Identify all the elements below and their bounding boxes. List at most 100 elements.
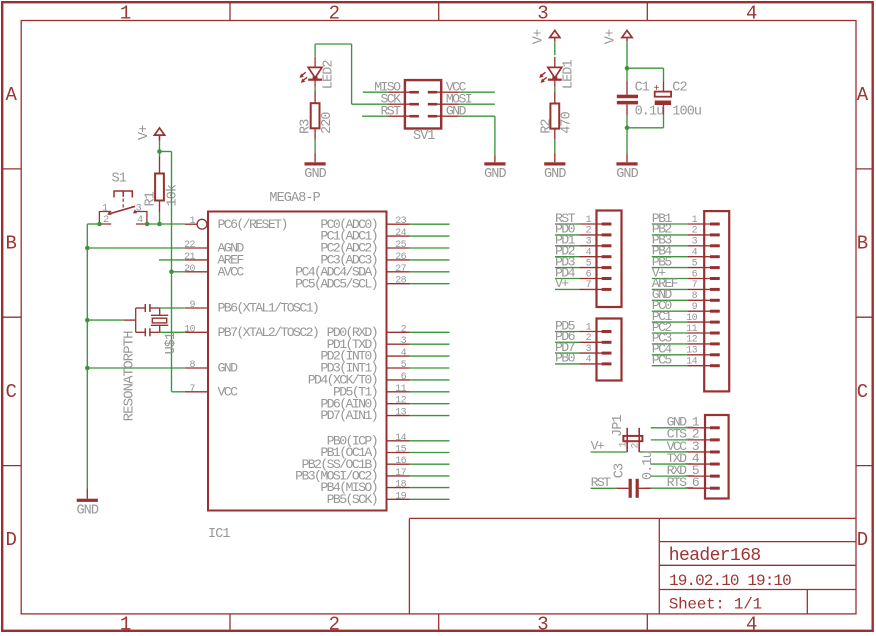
svg-text:AREF: AREF: [652, 276, 678, 291]
svg-text:9: 9: [692, 302, 698, 313]
svg-text:PD0: PD0: [555, 222, 576, 237]
svg-text:SCK: SCK: [381, 91, 402, 106]
svg-text:22: 22: [184, 240, 195, 251]
svg-text:GND: GND: [218, 361, 239, 376]
svg-text:3: 3: [401, 336, 407, 347]
svg-text:V+: V+: [137, 125, 152, 140]
svg-text:8: 8: [189, 360, 195, 371]
svg-text:19: 19: [395, 491, 406, 502]
svg-text:3: 3: [537, 2, 548, 24]
svg-text:11: 11: [686, 324, 697, 335]
svg-text:RST: RST: [555, 211, 576, 226]
svg-text:A: A: [857, 84, 869, 106]
svg-text:13: 13: [395, 408, 406, 419]
svg-text:MEGA8-P: MEGA8-P: [269, 191, 320, 206]
svg-text:5: 5: [401, 360, 407, 371]
svg-text:C1: C1: [635, 80, 650, 95]
svg-text:TXD_4: TXD_4: [667, 451, 700, 466]
svg-text:PD4: PD4: [555, 265, 576, 280]
svg-text:CTS_2: CTS_2: [667, 427, 699, 442]
svg-text:V+: V+: [532, 29, 547, 44]
svg-text:PB4: PB4: [652, 244, 673, 259]
svg-text:6: 6: [692, 269, 698, 280]
svg-text:0.1u: 0.1u: [641, 451, 656, 480]
svg-text:13: 13: [686, 346, 697, 357]
svg-text:PB7(XTAL2/TOSC2): PB7(XTAL2/TOSC2): [218, 325, 319, 340]
svg-text:1: 1: [120, 613, 131, 635]
svg-text:2: 2: [401, 324, 407, 335]
svg-text:AREF: AREF: [218, 253, 244, 268]
svg-text:1: 1: [586, 215, 592, 226]
svg-text:PC0: PC0: [652, 298, 673, 313]
svg-text:PD3: PD3: [555, 254, 576, 269]
svg-text:GND: GND: [304, 167, 326, 182]
svg-text:10: 10: [686, 313, 697, 324]
svg-text:+: +: [654, 84, 660, 95]
svg-text:1: 1: [586, 322, 592, 333]
svg-text:1: 1: [120, 2, 131, 24]
svg-text:PC2: PC2: [652, 320, 672, 335]
svg-text:PB0(ICP): PB0(ICP): [327, 433, 377, 448]
svg-text:PB3(MOSI/OC2): PB3(MOSI/OC2): [295, 469, 377, 484]
svg-text:17: 17: [395, 468, 406, 479]
svg-text:R3: R3: [299, 119, 314, 134]
svg-text:14: 14: [686, 357, 697, 368]
svg-text:PC3: PC3: [652, 331, 673, 346]
svg-text:15: 15: [395, 445, 406, 456]
svg-text:12: 12: [686, 335, 697, 346]
svg-text:PD3(INT1): PD3(INT1): [320, 361, 377, 376]
svg-text:PB1: PB1: [652, 211, 673, 226]
svg-text:PB1(OC1A): PB1(OC1A): [320, 445, 377, 460]
svg-text:6: 6: [401, 372, 407, 383]
svg-text:AGND: AGND: [218, 241, 245, 256]
svg-text:27: 27: [395, 264, 406, 275]
svg-text:Sheet: 1/1: Sheet: 1/1: [669, 595, 762, 613]
svg-text:7: 7: [189, 384, 195, 395]
svg-text:7: 7: [586, 280, 592, 291]
svg-text:AVCC: AVCC: [218, 264, 245, 279]
svg-text:PD0(RXD): PD0(RXD): [327, 325, 377, 340]
svg-text:25: 25: [395, 240, 406, 251]
svg-text:PB5(SCK): PB5(SCK): [327, 492, 377, 507]
svg-text:VCC_3: VCC_3: [667, 439, 700, 454]
svg-text:2: 2: [586, 333, 592, 344]
svg-text:PC1(ADC1): PC1(ADC1): [320, 229, 377, 244]
svg-text:23: 23: [395, 216, 406, 227]
svg-text:U$1: U$1: [164, 332, 179, 354]
svg-text:PC2(ADC2): PC2(ADC2): [320, 241, 377, 256]
svg-text:GND: GND: [484, 167, 506, 182]
svg-text:PD1: PD1: [555, 233, 576, 248]
svg-text:PD6(AIN0): PD6(AIN0): [320, 396, 377, 411]
svg-text:PD2(INT0): PD2(INT0): [320, 349, 377, 364]
svg-text:1: 1: [692, 215, 698, 226]
svg-text:5: 5: [692, 258, 698, 269]
svg-text:100u: 100u: [672, 104, 701, 119]
svg-text:28: 28: [395, 276, 406, 287]
svg-text:2: 2: [586, 226, 592, 237]
svg-text:2: 2: [329, 2, 340, 24]
svg-text:V+: V+: [555, 276, 569, 291]
svg-text:SV1: SV1: [413, 129, 435, 144]
svg-text:MOSI: MOSI: [446, 91, 472, 106]
svg-text:JP1: JP1: [611, 415, 626, 437]
svg-text:PD7: PD7: [555, 340, 575, 355]
svg-text:PB6(XTAL1/TOSC1): PB6(XTAL1/TOSC1): [218, 301, 319, 316]
svg-text:GND: GND: [616, 167, 638, 182]
svg-text:PB5: PB5: [652, 254, 673, 269]
svg-text:V+: V+: [591, 439, 605, 454]
svg-text:LED1: LED1: [562, 59, 577, 89]
svg-text:16: 16: [395, 456, 406, 467]
svg-text:RESONATORPTH: RESONATORPTH: [122, 331, 138, 422]
svg-text:GND: GND: [446, 103, 467, 118]
svg-text:2: 2: [630, 443, 641, 449]
svg-text:4: 4: [401, 348, 407, 359]
svg-text:A: A: [5, 84, 17, 106]
svg-text:20: 20: [184, 264, 195, 275]
svg-text:PC4(ADC4/SDA): PC4(ADC4/SDA): [295, 264, 377, 279]
svg-text:14: 14: [395, 433, 406, 444]
svg-text:GND: GND: [76, 503, 98, 518]
svg-text:4: 4: [746, 2, 757, 24]
svg-text:header168: header168: [669, 546, 761, 566]
svg-text:220: 220: [320, 112, 335, 134]
svg-text:V+: V+: [652, 265, 666, 280]
